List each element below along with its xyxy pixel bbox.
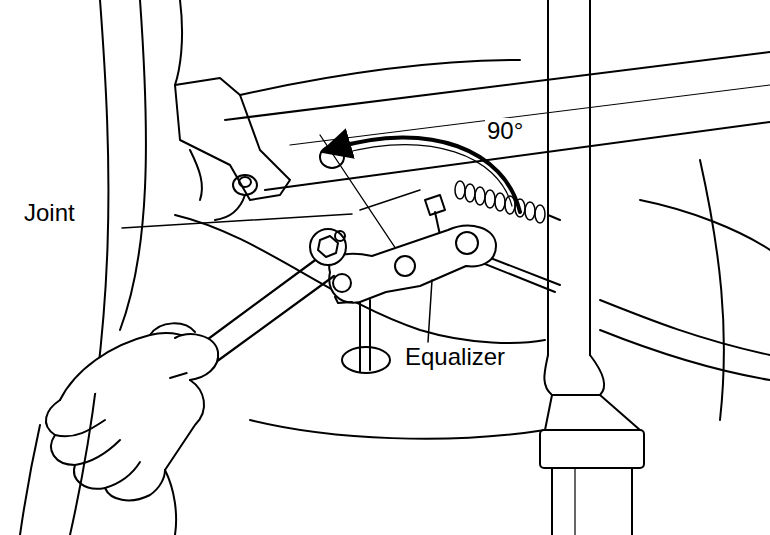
part-label: Equalizer [403, 344, 507, 370]
part-label: Joint [22, 200, 77, 226]
angle-label: 90° [485, 118, 525, 144]
